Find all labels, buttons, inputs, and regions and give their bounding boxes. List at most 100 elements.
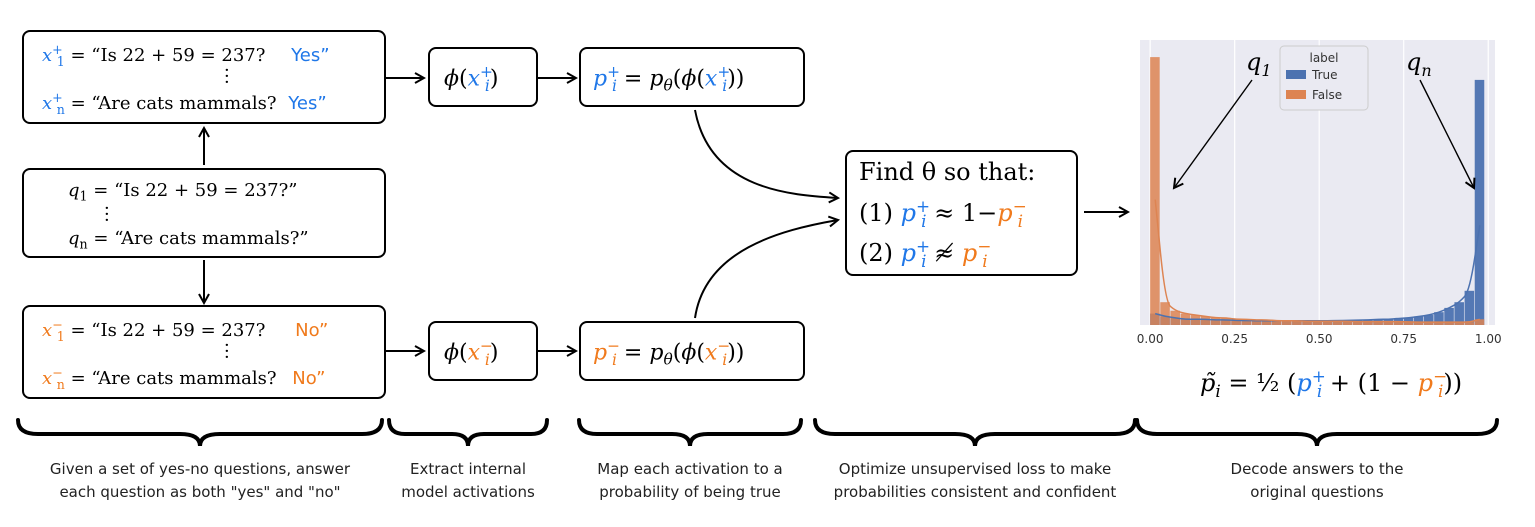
x-tick-labels: 0.00 0.25 0.50 0.75 1.00 (1137, 332, 1502, 346)
brace-3 (577, 418, 803, 447)
p-negative-box: p−i = pθ(ϕ(x−i)) (579, 321, 805, 381)
brace-1 (16, 418, 384, 447)
bar-false (1332, 321, 1343, 325)
phi-positive-box: ϕ(x+i) (428, 47, 538, 107)
decoded-probability-histogram: 0.00 0.25 0.50 0.75 1.00 label True False q1… (1137, 40, 1502, 346)
neg-answer-2: No” (292, 368, 326, 389)
bar-true (1434, 312, 1444, 325)
legend-title: label (1309, 51, 1338, 65)
qn-arrow (1419, 79, 1474, 188)
bar-false (1383, 321, 1393, 325)
bar-false (1393, 321, 1404, 325)
negative-row-1: x−1 = “Is 22 + 59 = 237? No” (42, 317, 329, 344)
legend-true-label: True (1311, 68, 1338, 82)
bar-false (1342, 321, 1353, 325)
bar-false (1474, 319, 1485, 325)
pos-text-1: = “Is 22 + 59 = 237? (70, 45, 266, 66)
brace-2 (387, 418, 549, 447)
bar-false (1282, 320, 1292, 325)
bar-false (1221, 317, 1231, 325)
bar-true (1464, 290, 1475, 325)
pos-answer-1: Yes” (291, 45, 330, 66)
positive-questions-box: x+1 = “Is 22 + 59 = 237? Yes” ··· x+n = … (22, 30, 386, 124)
bar-false (1403, 321, 1414, 325)
caption-2: Extract internal model activations (401, 460, 535, 501)
bar-false (1434, 322, 1444, 325)
base-row-2: qn = “Are cats mammals?” (68, 228, 309, 252)
neg-answer-1: No” (295, 320, 329, 341)
base-questions-box: q1 = “Is 22 + 59 = 237?” ··· qn = “Are c… (22, 168, 386, 258)
bar-false (1353, 321, 1363, 325)
bar-true (1444, 307, 1454, 325)
vdots: ··· (224, 60, 230, 93)
p-negative-formula: p−i = pθ(ϕ(x−i)) (593, 337, 745, 369)
caption-4: Optimize unsupervised loss to make proba… (833, 460, 1117, 501)
vdots: ··· (104, 198, 110, 231)
x-tick-label: 0.75 (1390, 332, 1417, 346)
caption-3: Map each activation to a probability of … (597, 460, 783, 501)
bar-true (1454, 302, 1464, 325)
vdots: ··· (224, 335, 230, 368)
q1-arrow (1174, 79, 1253, 188)
phi-positive: ϕ(x+i) (444, 63, 499, 95)
bar-false (1160, 302, 1170, 325)
x-tick-label: 0.00 (1137, 332, 1164, 346)
caption-5: Decode answers to the original questions (1230, 460, 1404, 501)
legend-true-swatch (1286, 70, 1306, 79)
bar-false (1454, 322, 1464, 325)
positive-row-1: x+1 = “Is 22 + 59 = 237? Yes” (42, 42, 330, 69)
bar-false (1271, 320, 1282, 325)
bar-false (1363, 321, 1373, 325)
bar-false (1231, 319, 1241, 325)
bar-true (1424, 315, 1434, 325)
bar-true (1474, 79, 1485, 326)
base-row-1: q1 = “Is 22 + 59 = 237?” (68, 180, 298, 204)
positive-row-2: x+n = “Are cats mammals? Yes” (42, 90, 327, 117)
find-title: Find θ so that: (859, 158, 1036, 186)
curve-p-pos-to-find (694, 109, 838, 198)
bar-false (1150, 57, 1160, 325)
find-theta-box: Find θ so that: (1) p+i ≈ 1−p−i (2) p+i … (845, 150, 1078, 276)
bar-false (1211, 317, 1221, 325)
bar-false (1261, 319, 1272, 325)
condition-2: (2) p+i ≉ p−i (859, 236, 992, 271)
bar-false (1292, 320, 1302, 325)
brace-5 (1135, 418, 1499, 447)
bar-false (1302, 321, 1312, 325)
brace-4 (813, 418, 1137, 447)
legend-false-swatch (1286, 90, 1306, 99)
negative-questions-box: x−1 = “Is 22 + 59 = 237? No” ··· x−n = “… (22, 305, 386, 399)
decode-formula: p̃i = ½ (p+i + (1 − p−i)) (1200, 366, 1463, 401)
curve-p-neg-to-find (694, 220, 838, 319)
condition-1: (1) p+i ≈ 1−p−i (859, 196, 1027, 231)
legend-false-label: False (1312, 88, 1342, 102)
x-tick-label: 0.25 (1221, 332, 1248, 346)
caption-1: Given a set of yes-no questions, answer … (49, 460, 351, 501)
pos-var-1: x (42, 45, 53, 66)
q1-label: q1 (1246, 48, 1272, 80)
bar-true (1413, 316, 1424, 325)
bar-false (1373, 321, 1383, 325)
bar-false (1444, 322, 1454, 325)
negative-row-2: x−n = “Are cats mammals? No” (42, 365, 326, 392)
p-positive-box: p+i = pθ(ϕ(x+i)) (579, 47, 805, 107)
bar-false (1312, 321, 1322, 325)
bar-false (1251, 319, 1262, 325)
kde-false-curve (1154, 199, 1480, 323)
grid-lines (1149, 40, 1489, 325)
phi-negative-box: ϕ(x−i) (428, 321, 538, 381)
legend: label True False (1279, 45, 1369, 111)
bar-false (1322, 321, 1333, 325)
phi-negative: ϕ(x−i) (444, 337, 499, 369)
qn-label: qn (1406, 48, 1432, 80)
x-tick-label: 1.00 (1475, 332, 1502, 346)
pos-text-2: = “Are cats mammals? (70, 93, 277, 114)
bar-false (1413, 322, 1424, 325)
bar-false (1424, 322, 1434, 325)
bar-false (1464, 322, 1475, 325)
bar-false (1241, 319, 1251, 325)
p-positive-formula: p+i = pθ(ϕ(x+i)) (593, 63, 745, 95)
x-tick-label: 0.50 (1306, 332, 1333, 346)
bar-false (1200, 316, 1211, 325)
